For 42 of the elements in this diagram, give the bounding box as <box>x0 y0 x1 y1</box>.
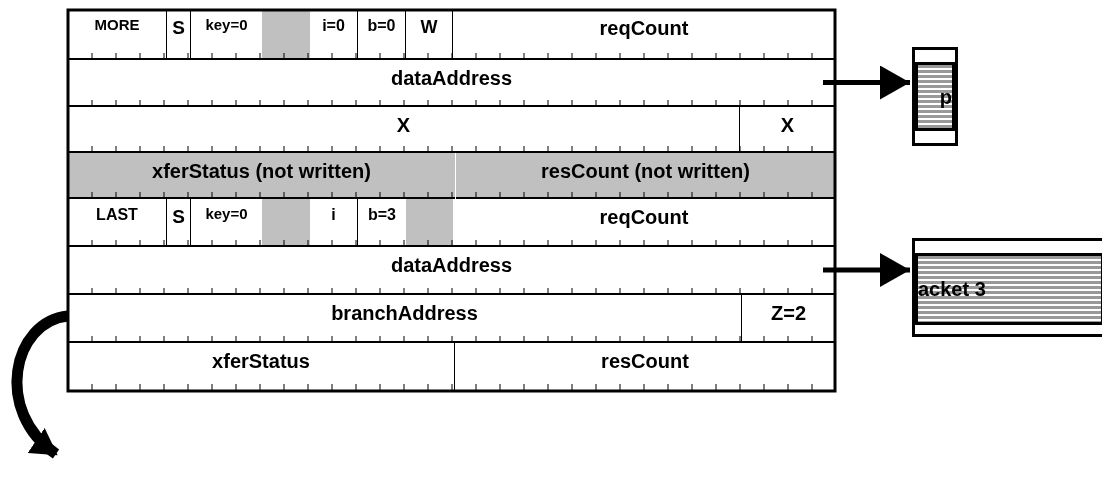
field-cell <box>68 10 167 60</box>
arrow <box>823 253 910 287</box>
field-name: MORE <box>94 16 140 35</box>
field-name: S <box>172 205 185 229</box>
shaded-field-cell <box>262 199 310 247</box>
curved-arrow <box>11 310 70 459</box>
field-cell <box>167 10 191 60</box>
field-name: resCount (not written) <box>541 159 750 184</box>
buffer-box <box>912 238 1102 337</box>
field-name: Z=2 <box>771 301 806 326</box>
field-name: xferStatus <box>212 349 310 374</box>
field-name: W <box>420 16 438 39</box>
field-name: xferStatus (not written) <box>152 159 371 184</box>
shaded-field-cell <box>406 199 453 247</box>
field-name: LAST <box>96 205 138 225</box>
field-name: reqCount <box>599 205 689 230</box>
field-name: S <box>172 16 185 40</box>
field-cell <box>358 10 406 60</box>
field-name: b=0 <box>367 16 396 36</box>
buffer-box <box>912 47 958 146</box>
arrow <box>823 65 910 100</box>
field-cell <box>68 199 167 247</box>
field-cell <box>310 10 358 60</box>
shaded-field-cell <box>262 10 310 60</box>
shaded-field-cell <box>68 153 455 199</box>
field-name: dataAddress <box>390 66 513 91</box>
field-name: X <box>780 113 795 138</box>
field-name: reqCount <box>599 16 689 41</box>
field-name: i=0 <box>322 16 345 36</box>
field-cell <box>68 295 742 343</box>
field-name: X <box>396 113 411 138</box>
shaded-field-cell <box>456 153 835 199</box>
field-name: b=3 <box>368 205 396 225</box>
field-name: key=0 <box>205 16 248 35</box>
field-cell <box>310 199 358 247</box>
field-name: branchAddress <box>331 301 478 326</box>
field-name: dataAddress <box>390 253 513 278</box>
field-name: key=0 <box>205 205 248 224</box>
field-cell <box>167 199 191 247</box>
field-name: i <box>331 205 336 225</box>
field-name: resCount <box>601 349 689 374</box>
field-cell <box>406 10 453 60</box>
